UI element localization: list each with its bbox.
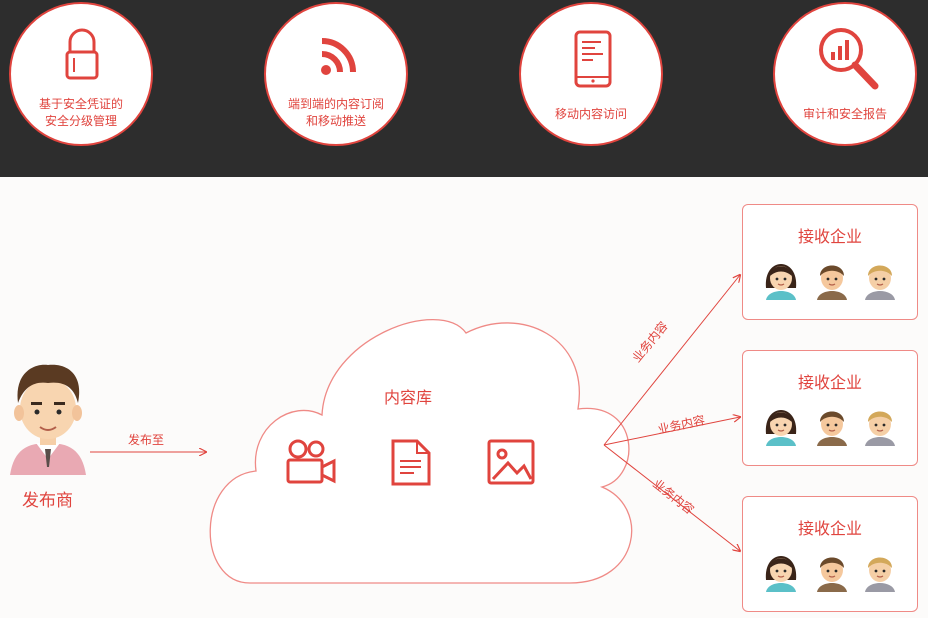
- receiver-enterprise-2: 接收企业: [742, 350, 918, 466]
- magnifier-chart-icon: [819, 28, 879, 90]
- receiver-enterprise-1: 接收企业: [742, 204, 918, 320]
- publish-arrow-label: 发布至: [128, 433, 165, 447]
- deliver-arrow-1: [603, 275, 740, 446]
- receiver-title: 接收企业: [797, 373, 862, 392]
- distribution-diagram: 发布至 发布商 内容库 业务内容 业务内容 业务内容 接收企业 接收企业 接收企…: [0, 177, 928, 618]
- content-library-title: 内容库: [384, 388, 433, 407]
- feature-label: 移动内容访问: [554, 107, 627, 121]
- receiver-title: 接收企业: [797, 519, 862, 538]
- feature-mobile-access: 移动内容访问: [519, 2, 663, 146]
- feature-band: 基于安全凭证的 安全分级管理 端到端的内容订阅 和移动推送 移动内容访问: [0, 0, 928, 177]
- lock-icon: [65, 28, 99, 80]
- image-icon: [487, 439, 535, 485]
- feature-label: 审计和安全报告: [802, 107, 887, 121]
- rss-icon: [321, 38, 356, 75]
- feature-label: 基于安全凭证的 安全分级管理: [38, 97, 123, 128]
- feature-audit-report: 审计和安全报告: [773, 2, 917, 146]
- receiver-enterprise-3: 接收企业: [742, 496, 918, 612]
- deliver-arrow-3: [603, 444, 740, 551]
- publisher-label: 发布商: [22, 491, 73, 511]
- feature-security-credentials: 基于安全凭证的 安全分级管理: [9, 2, 153, 146]
- feature-subscription-push: 端到端的内容订阅 和移动推送: [264, 2, 408, 146]
- receiver-title: 接收企业: [797, 227, 862, 246]
- mobile-phone-icon: [574, 30, 612, 88]
- deliver-arrow-2: [603, 417, 740, 446]
- document-icon: [391, 439, 431, 486]
- feature-label: 端到端的内容订阅 和移动推送: [287, 97, 384, 128]
- diagram-lines: [10, 177, 928, 584]
- cloud-shape: [209, 319, 633, 584]
- publisher-avatar-icon: [10, 364, 86, 475]
- video-camera-icon: [286, 439, 336, 484]
